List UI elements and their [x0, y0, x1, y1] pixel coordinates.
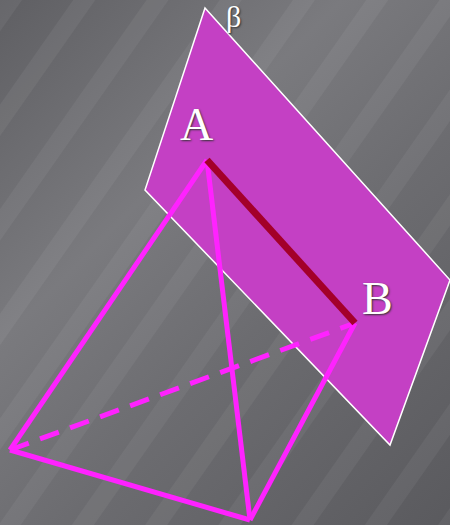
vertex-label: B — [362, 276, 393, 322]
edge — [250, 323, 355, 520]
plane-label: β — [226, 2, 241, 32]
edge — [10, 450, 250, 520]
plane — [145, 8, 450, 445]
edge — [10, 160, 207, 450]
edge-ab — [207, 160, 355, 323]
vertex-label: A — [180, 102, 213, 148]
hidden-edge — [10, 323, 355, 450]
edge — [207, 160, 250, 520]
